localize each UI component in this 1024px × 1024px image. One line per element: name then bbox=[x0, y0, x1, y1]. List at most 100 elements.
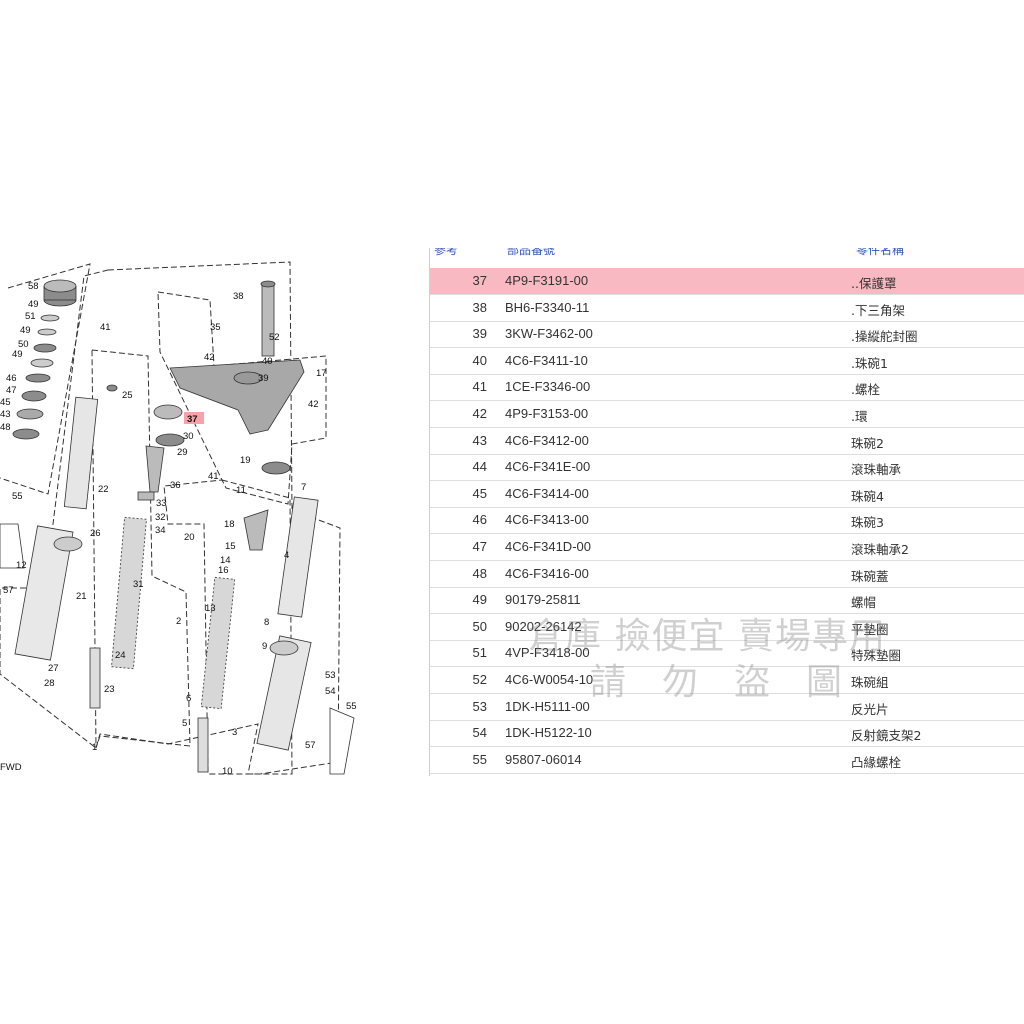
header-ref[interactable]: 參考 bbox=[434, 248, 459, 257]
cell-ref: 40 bbox=[472, 352, 487, 368]
cell-name: 滾珠軸承2 bbox=[851, 542, 909, 557]
cell-name: 珠碗蓋 bbox=[851, 568, 889, 584]
cell-name: .螺栓 bbox=[851, 382, 880, 398]
table-row[interactable]: 42 4P9-F3153-00 .環 bbox=[430, 401, 1024, 428]
svg-text:46: 46 bbox=[6, 373, 17, 384]
cell-part-no: BH6-F3340-11 bbox=[505, 299, 590, 315]
cell-ref: 43 bbox=[472, 432, 487, 448]
cell-ref: 44 bbox=[472, 459, 487, 475]
table-row[interactable]: 50 90202-26142 平墊圈 bbox=[430, 614, 1024, 641]
cell-name: 珠碗4 bbox=[851, 488, 884, 504]
cell-part-no: 1DK-H5122-10 bbox=[505, 725, 592, 741]
svg-text:39: 39 bbox=[258, 373, 269, 384]
parts-table-header: 參考 部品番號 零件名稱 bbox=[430, 248, 1024, 261]
svg-text:42: 42 bbox=[308, 399, 319, 410]
cell-part-no: 90202-26142 bbox=[505, 618, 582, 634]
cell-ref: 38 bbox=[472, 299, 487, 315]
cell-ref: 47 bbox=[472, 539, 487, 554]
svg-text:12: 12 bbox=[16, 560, 27, 571]
svg-text:30: 30 bbox=[183, 431, 194, 442]
svg-text:50: 50 bbox=[18, 339, 29, 350]
svg-text:55: 55 bbox=[12, 491, 23, 502]
svg-text:25: 25 bbox=[122, 390, 133, 401]
cell-part-no: 90179-25811 bbox=[505, 592, 581, 608]
cell-part-no: 4C6-F341D-00 bbox=[505, 539, 591, 554]
svg-text:24: 24 bbox=[115, 650, 126, 661]
header-part-no[interactable]: 部品番號 bbox=[507, 248, 556, 257]
cell-ref: 51 bbox=[472, 645, 487, 661]
cell-name: 珠碗組 bbox=[851, 675, 889, 690]
cell-part-no: 4P9-F3153-00 bbox=[505, 406, 589, 421]
cell-ref: 48 bbox=[472, 565, 487, 581]
svg-text:37: 37 bbox=[187, 414, 198, 425]
svg-text:8: 8 bbox=[264, 617, 269, 628]
cell-ref: 46 bbox=[472, 512, 487, 528]
svg-text:57: 57 bbox=[3, 585, 14, 596]
svg-text:4: 4 bbox=[284, 550, 289, 561]
svg-text:18: 18 bbox=[224, 519, 235, 530]
cell-ref: 49 bbox=[472, 592, 487, 608]
svg-text:32: 32 bbox=[155, 512, 166, 523]
svg-text:9: 9 bbox=[262, 641, 267, 652]
svg-text:45: 45 bbox=[0, 397, 11, 408]
cell-name: 反射鏡支架2 bbox=[851, 728, 922, 744]
svg-text:58: 58 bbox=[28, 281, 39, 292]
svg-text:49: 49 bbox=[20, 325, 31, 336]
svg-text:43: 43 bbox=[0, 409, 11, 420]
svg-text:41: 41 bbox=[208, 471, 219, 482]
svg-text:21: 21 bbox=[76, 591, 87, 602]
svg-text:49: 49 bbox=[28, 299, 39, 310]
cell-ref: 50 bbox=[472, 618, 487, 634]
svg-text:26: 26 bbox=[90, 528, 101, 539]
svg-text:16: 16 bbox=[218, 565, 229, 576]
cell-name: 凸緣螺栓 bbox=[851, 754, 902, 770]
cell-name: .環 bbox=[851, 409, 868, 424]
cell-part-no: 4C6-F3411-10 bbox=[505, 352, 588, 368]
svg-text:13: 13 bbox=[205, 603, 216, 614]
svg-text:49: 49 bbox=[12, 349, 23, 360]
svg-text:7: 7 bbox=[301, 482, 306, 493]
cell-ref: 42 bbox=[472, 406, 487, 421]
watermark-line-2: 請勿盜圖 bbox=[590, 662, 879, 703]
cell-ref: 45 bbox=[472, 485, 487, 501]
svg-text:17: 17 bbox=[316, 368, 327, 379]
cell-name: 珠碗2 bbox=[851, 435, 884, 451]
svg-text:3: 3 bbox=[232, 727, 237, 738]
svg-text:5: 5 bbox=[182, 718, 187, 729]
table-row[interactable]: 47 4C6-F341D-00 滾珠軸承2 bbox=[430, 534, 1024, 561]
cell-name: 反光片 bbox=[851, 701, 889, 717]
cell-part-no: 4C6-F341E-00 bbox=[505, 459, 591, 475]
svg-text:31: 31 bbox=[133, 579, 144, 590]
svg-text:27: 27 bbox=[48, 663, 59, 674]
cell-part-no: 4P9-F3191-00 bbox=[505, 273, 589, 288]
svg-text:19: 19 bbox=[240, 455, 251, 466]
watermark-line-1: 倉庫 撿便宜 賣場專用 bbox=[528, 616, 886, 657]
cell-part-no: 3KW-F3462-00 bbox=[505, 326, 593, 342]
cell-part-no: 4C6-F3413-00 bbox=[505, 512, 589, 528]
cell-ref: 53 bbox=[472, 698, 487, 714]
svg-text:40: 40 bbox=[262, 356, 273, 367]
svg-text:1: 1 bbox=[92, 742, 97, 753]
cell-name: 特殊墊圈 bbox=[851, 648, 902, 664]
cell-name: ..保護罩 bbox=[851, 276, 897, 291]
cell-name: 平墊圈 bbox=[851, 621, 889, 637]
header-name[interactable]: 零件名稱 bbox=[856, 248, 905, 257]
